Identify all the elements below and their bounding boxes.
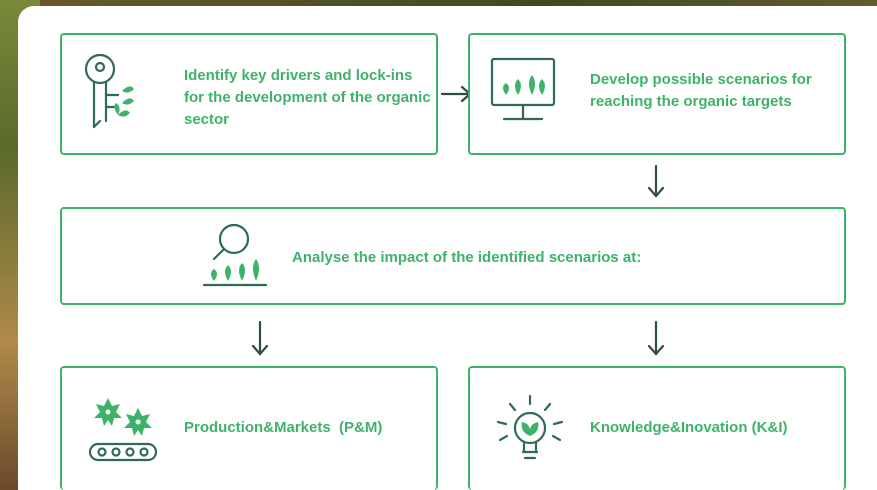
key-leaf-icon — [84, 53, 134, 129]
step-develop-text: Develop possible scenarios for reaching … — [590, 71, 812, 110]
step-identify-box: Identify key drivers and lock-ins for th… — [60, 33, 438, 155]
monitor-plants-icon — [490, 57, 556, 121]
step-identify-text: Identify key drivers and lock-ins for th… — [184, 67, 431, 128]
lightbulb-leaf-icon — [496, 394, 564, 460]
diagram-card: Identify key drivers and lock-ins for th… — [18, 6, 877, 490]
step-knowledge-box: Knowledge&Inovation (K&I) — [468, 366, 846, 490]
step-develop-box: Develop possible scenarios for reaching … — [468, 33, 846, 155]
step-analyse-text: Analyse the impact of the identified sce… — [292, 249, 642, 266]
arrow-down-left-icon — [251, 320, 269, 356]
step-knowledge-text: Knowledge&Inovation (K&I) — [590, 419, 788, 436]
step-production-text: Production&Markets (P&M) — [184, 419, 383, 436]
arrow-down-icon — [647, 164, 665, 198]
conveyor-flowers-icon — [88, 398, 158, 462]
step-analyse-box: Analyse the impact of the identified sce… — [60, 207, 846, 305]
arrow-down-right-icon — [647, 320, 665, 356]
magnifier-plants-icon — [202, 223, 268, 287]
step-production-box: Production&Markets (P&M) — [60, 366, 438, 490]
